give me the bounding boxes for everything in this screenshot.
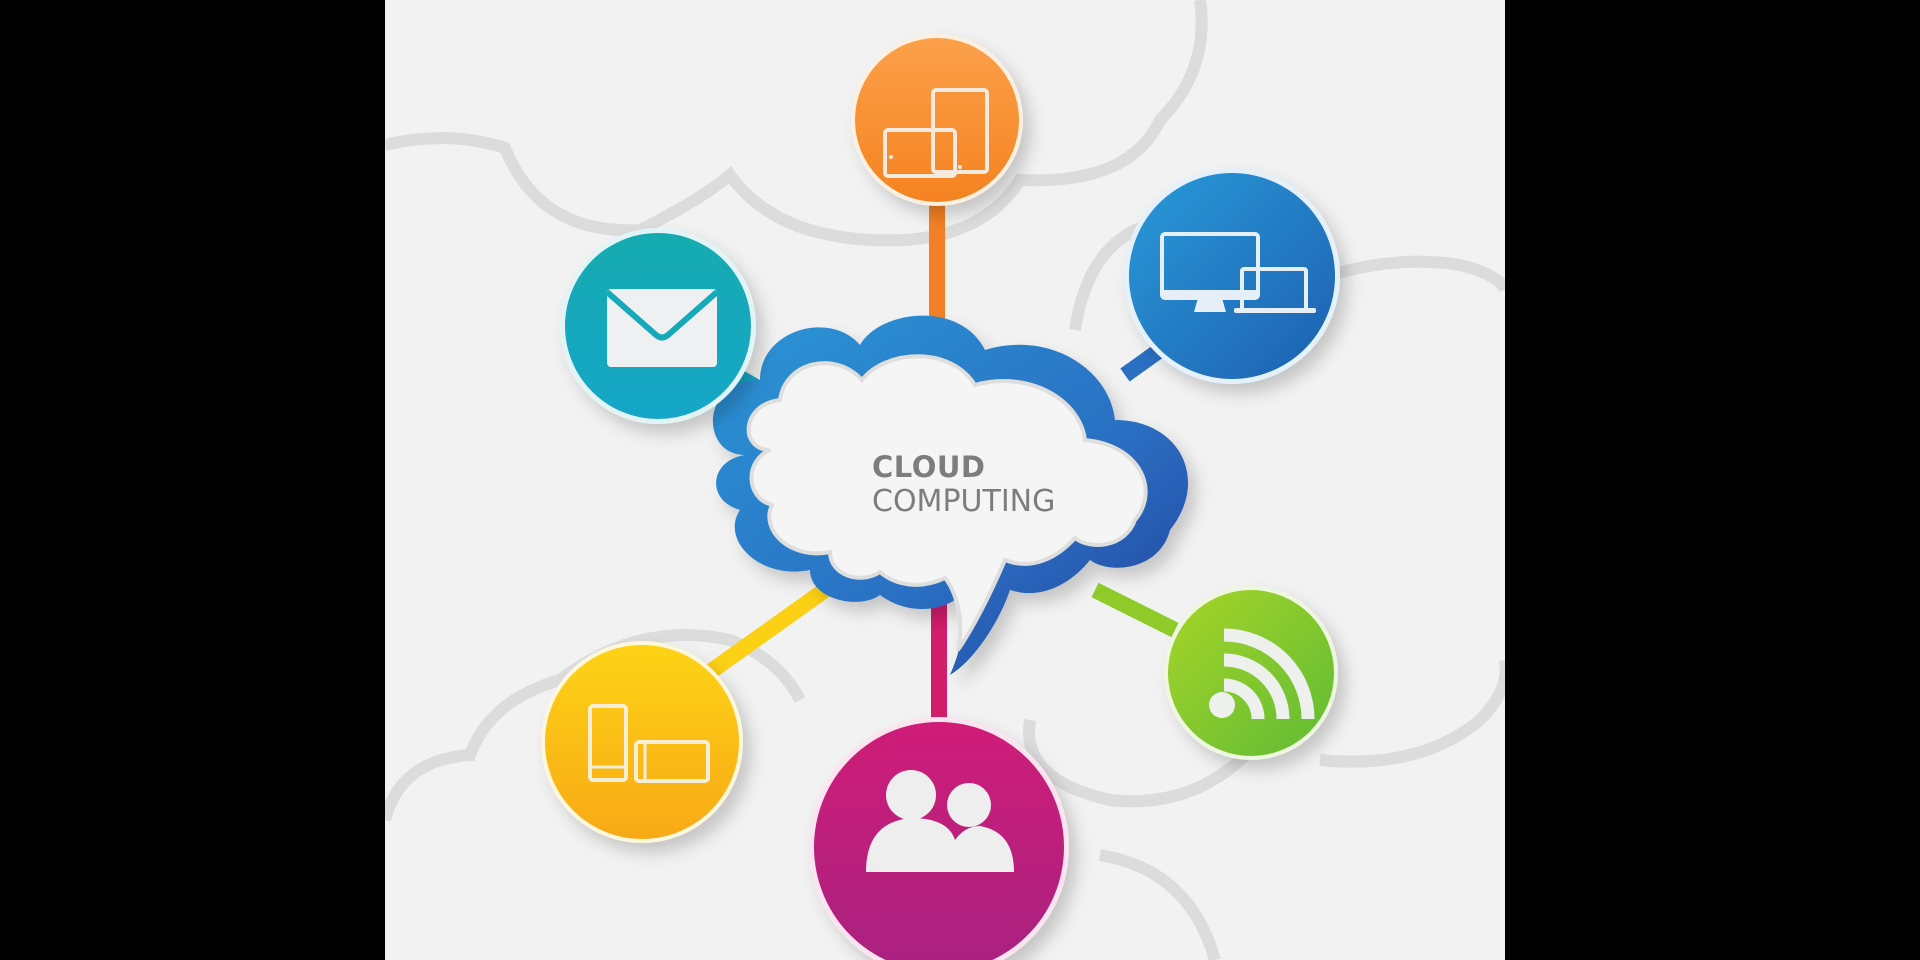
users-group-icon [866,770,1014,872]
title-line-cloud: CLOUD [872,450,986,484]
phone-tablet-icon [588,704,710,783]
diagram-title: CLOUD COMPUTING [872,450,1055,520]
central-cloud [712,315,1189,675]
letterbox-right [1505,0,1920,960]
tablet-devices-icon [883,88,989,178]
title-line-computing: COMPUTING [872,484,1056,519]
diagram-graphics [385,0,1505,960]
node-desktop [1124,168,1340,384]
envelope-icon [605,289,719,367]
node-mobile [541,641,743,843]
background-clouds [385,0,1505,960]
wifi-signal-icon [1223,628,1315,720]
diagram-canvas: CLOUD COMPUTING [385,0,1505,960]
node-email [560,228,756,424]
node-wifi [1164,586,1338,760]
node-tablets [851,34,1023,206]
node-users [809,717,1069,960]
letterbox-left [0,0,385,960]
